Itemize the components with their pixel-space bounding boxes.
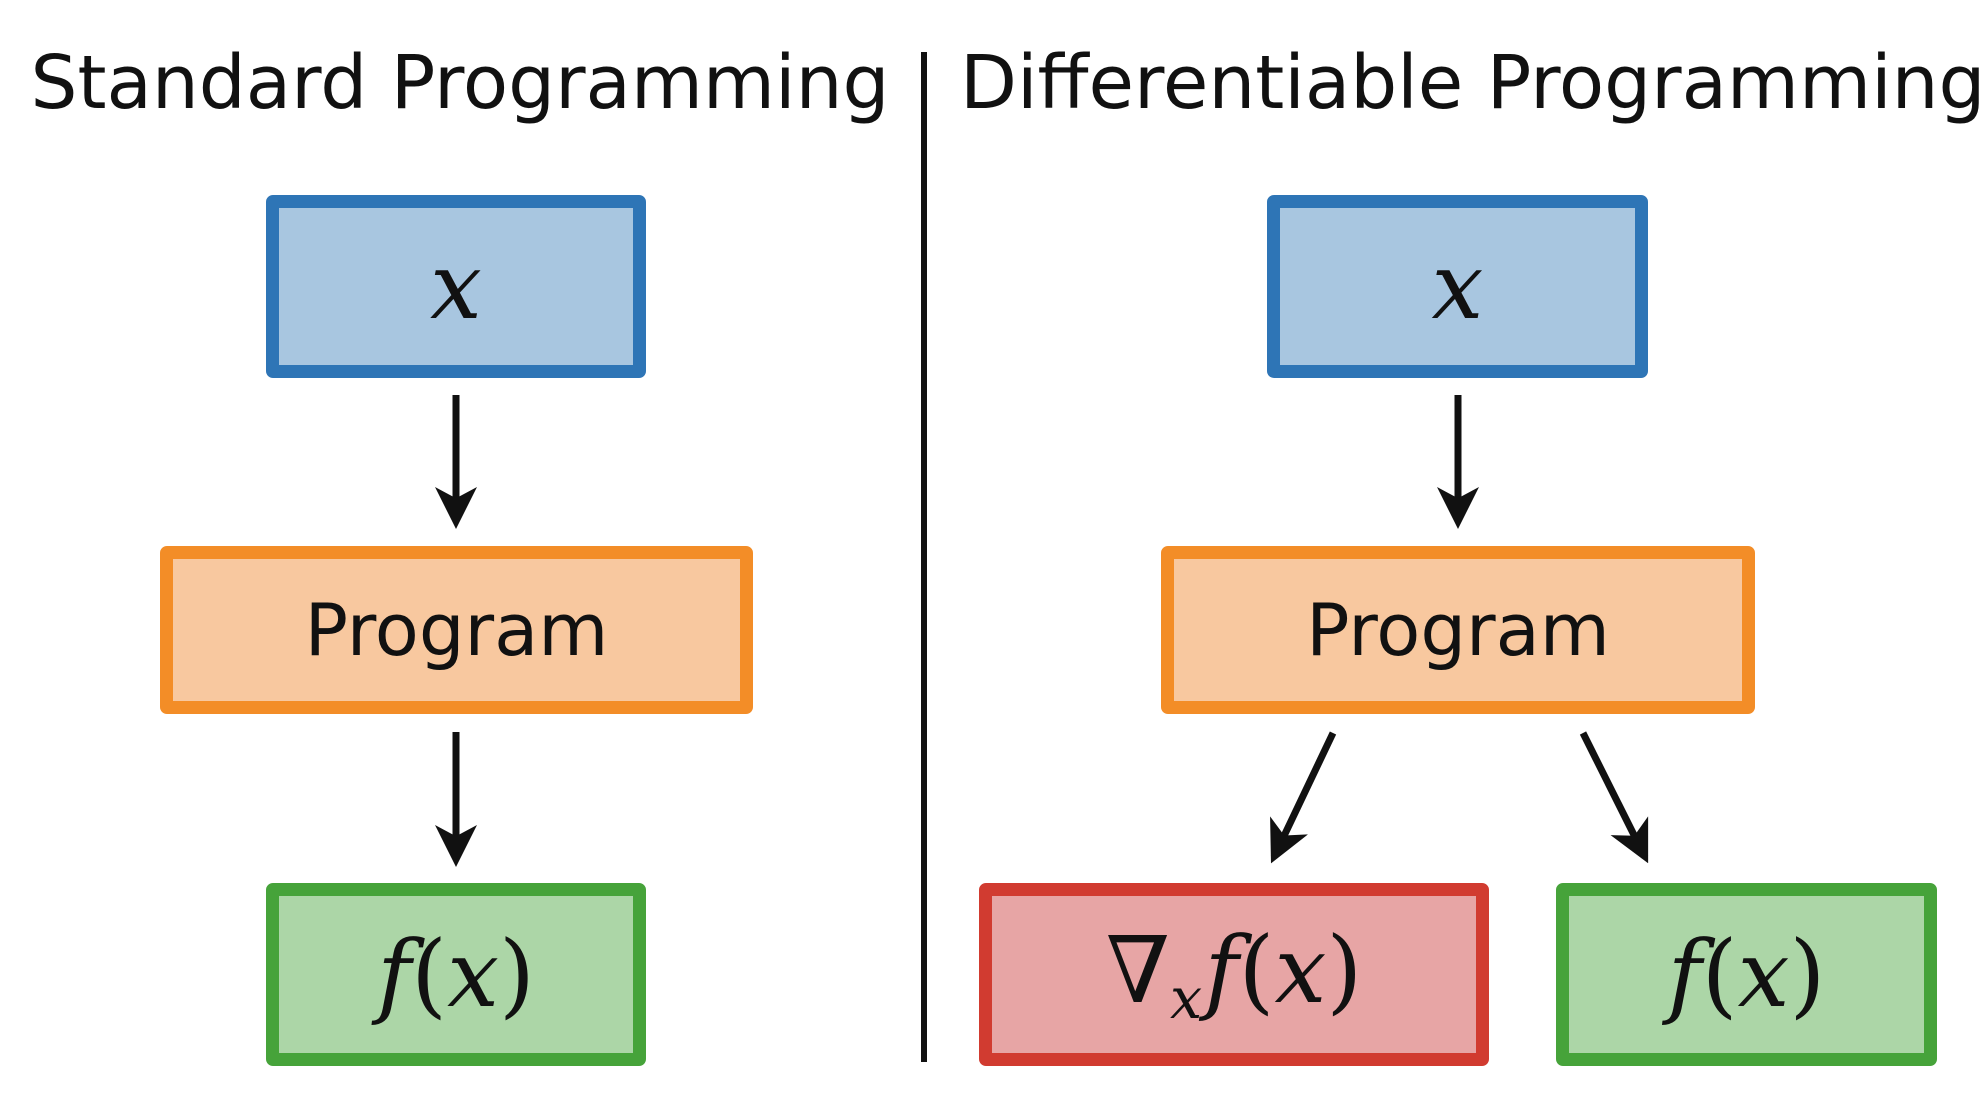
differentiable-output-label: f(x) (1667, 921, 1826, 1028)
differentiable-program-box: Program (1161, 546, 1755, 714)
panel-divider (921, 52, 927, 1062)
differentiable-arrow-program-to-gradient (1270, 731, 1337, 864)
gradient-output-box: ∇xf(x) (979, 883, 1489, 1066)
differentiable-output-box: f(x) (1556, 883, 1937, 1066)
gradient-output-label: ∇xf(x) (1105, 917, 1363, 1032)
standard-program-box: Program (160, 546, 753, 714)
standard-input-box: x (266, 195, 646, 378)
standard-input-label: x (430, 233, 482, 340)
differentiable-arrow-program-to-output (1579, 731, 1649, 864)
differentiable-program-label: Program (1306, 588, 1610, 672)
differentiable-input-box: x (1267, 195, 1648, 378)
standard-program-label: Program (304, 588, 609, 672)
standard-output-box: f(x) (266, 883, 646, 1066)
differentiable-programming-title: Differentiable Programming (960, 40, 1986, 126)
standard-programming-title: Standard Programming (30, 40, 890, 126)
standard-output-label: f(x) (377, 921, 535, 1028)
differentiable-input-label: x (1431, 233, 1484, 340)
